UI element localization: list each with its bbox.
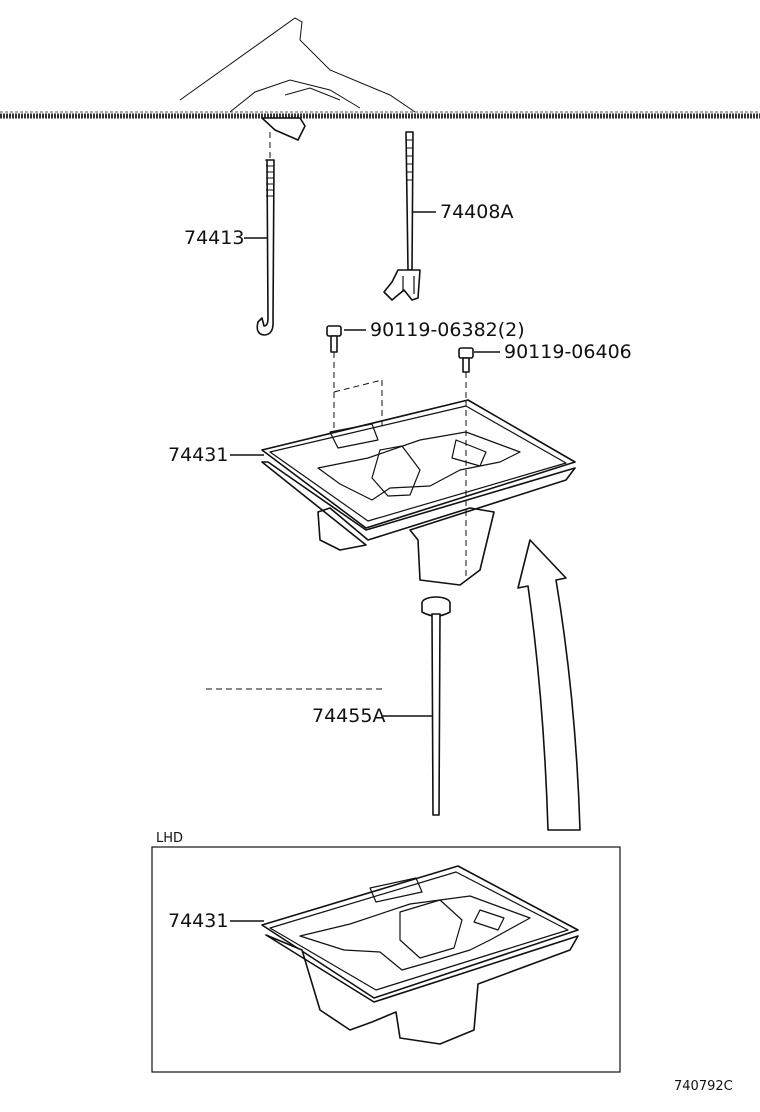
tray-74431-upper: [261, 379, 576, 586]
label-74413: 74413: [184, 227, 244, 249]
lhd-inset: [151, 846, 621, 1073]
bolt-90119-06382: [326, 325, 342, 390]
bolt-90119-06406: [458, 347, 474, 400]
rod-74408a: [383, 131, 421, 301]
vehicle-floor: [0, 17, 760, 141]
label-74408a: 74408A: [440, 201, 513, 223]
tray-74431-lower: [261, 865, 579, 1045]
label-74431-upper: 74431: [168, 444, 228, 466]
direction-arrow: [517, 539, 581, 831]
label-90119-06382: 90119-06382(2): [370, 319, 525, 341]
label-74431-lower: 74431: [168, 910, 228, 932]
bolt-74455a: [206, 596, 451, 816]
label-74455a: 74455A: [312, 705, 385, 727]
label-90119-06406: 90119-06406: [504, 341, 632, 363]
leader-lines: [230, 211, 500, 922]
rod-74413: [256, 132, 275, 336]
label-lhd: LHD: [156, 831, 183, 846]
figure-id: 740792C: [674, 1079, 733, 1094]
